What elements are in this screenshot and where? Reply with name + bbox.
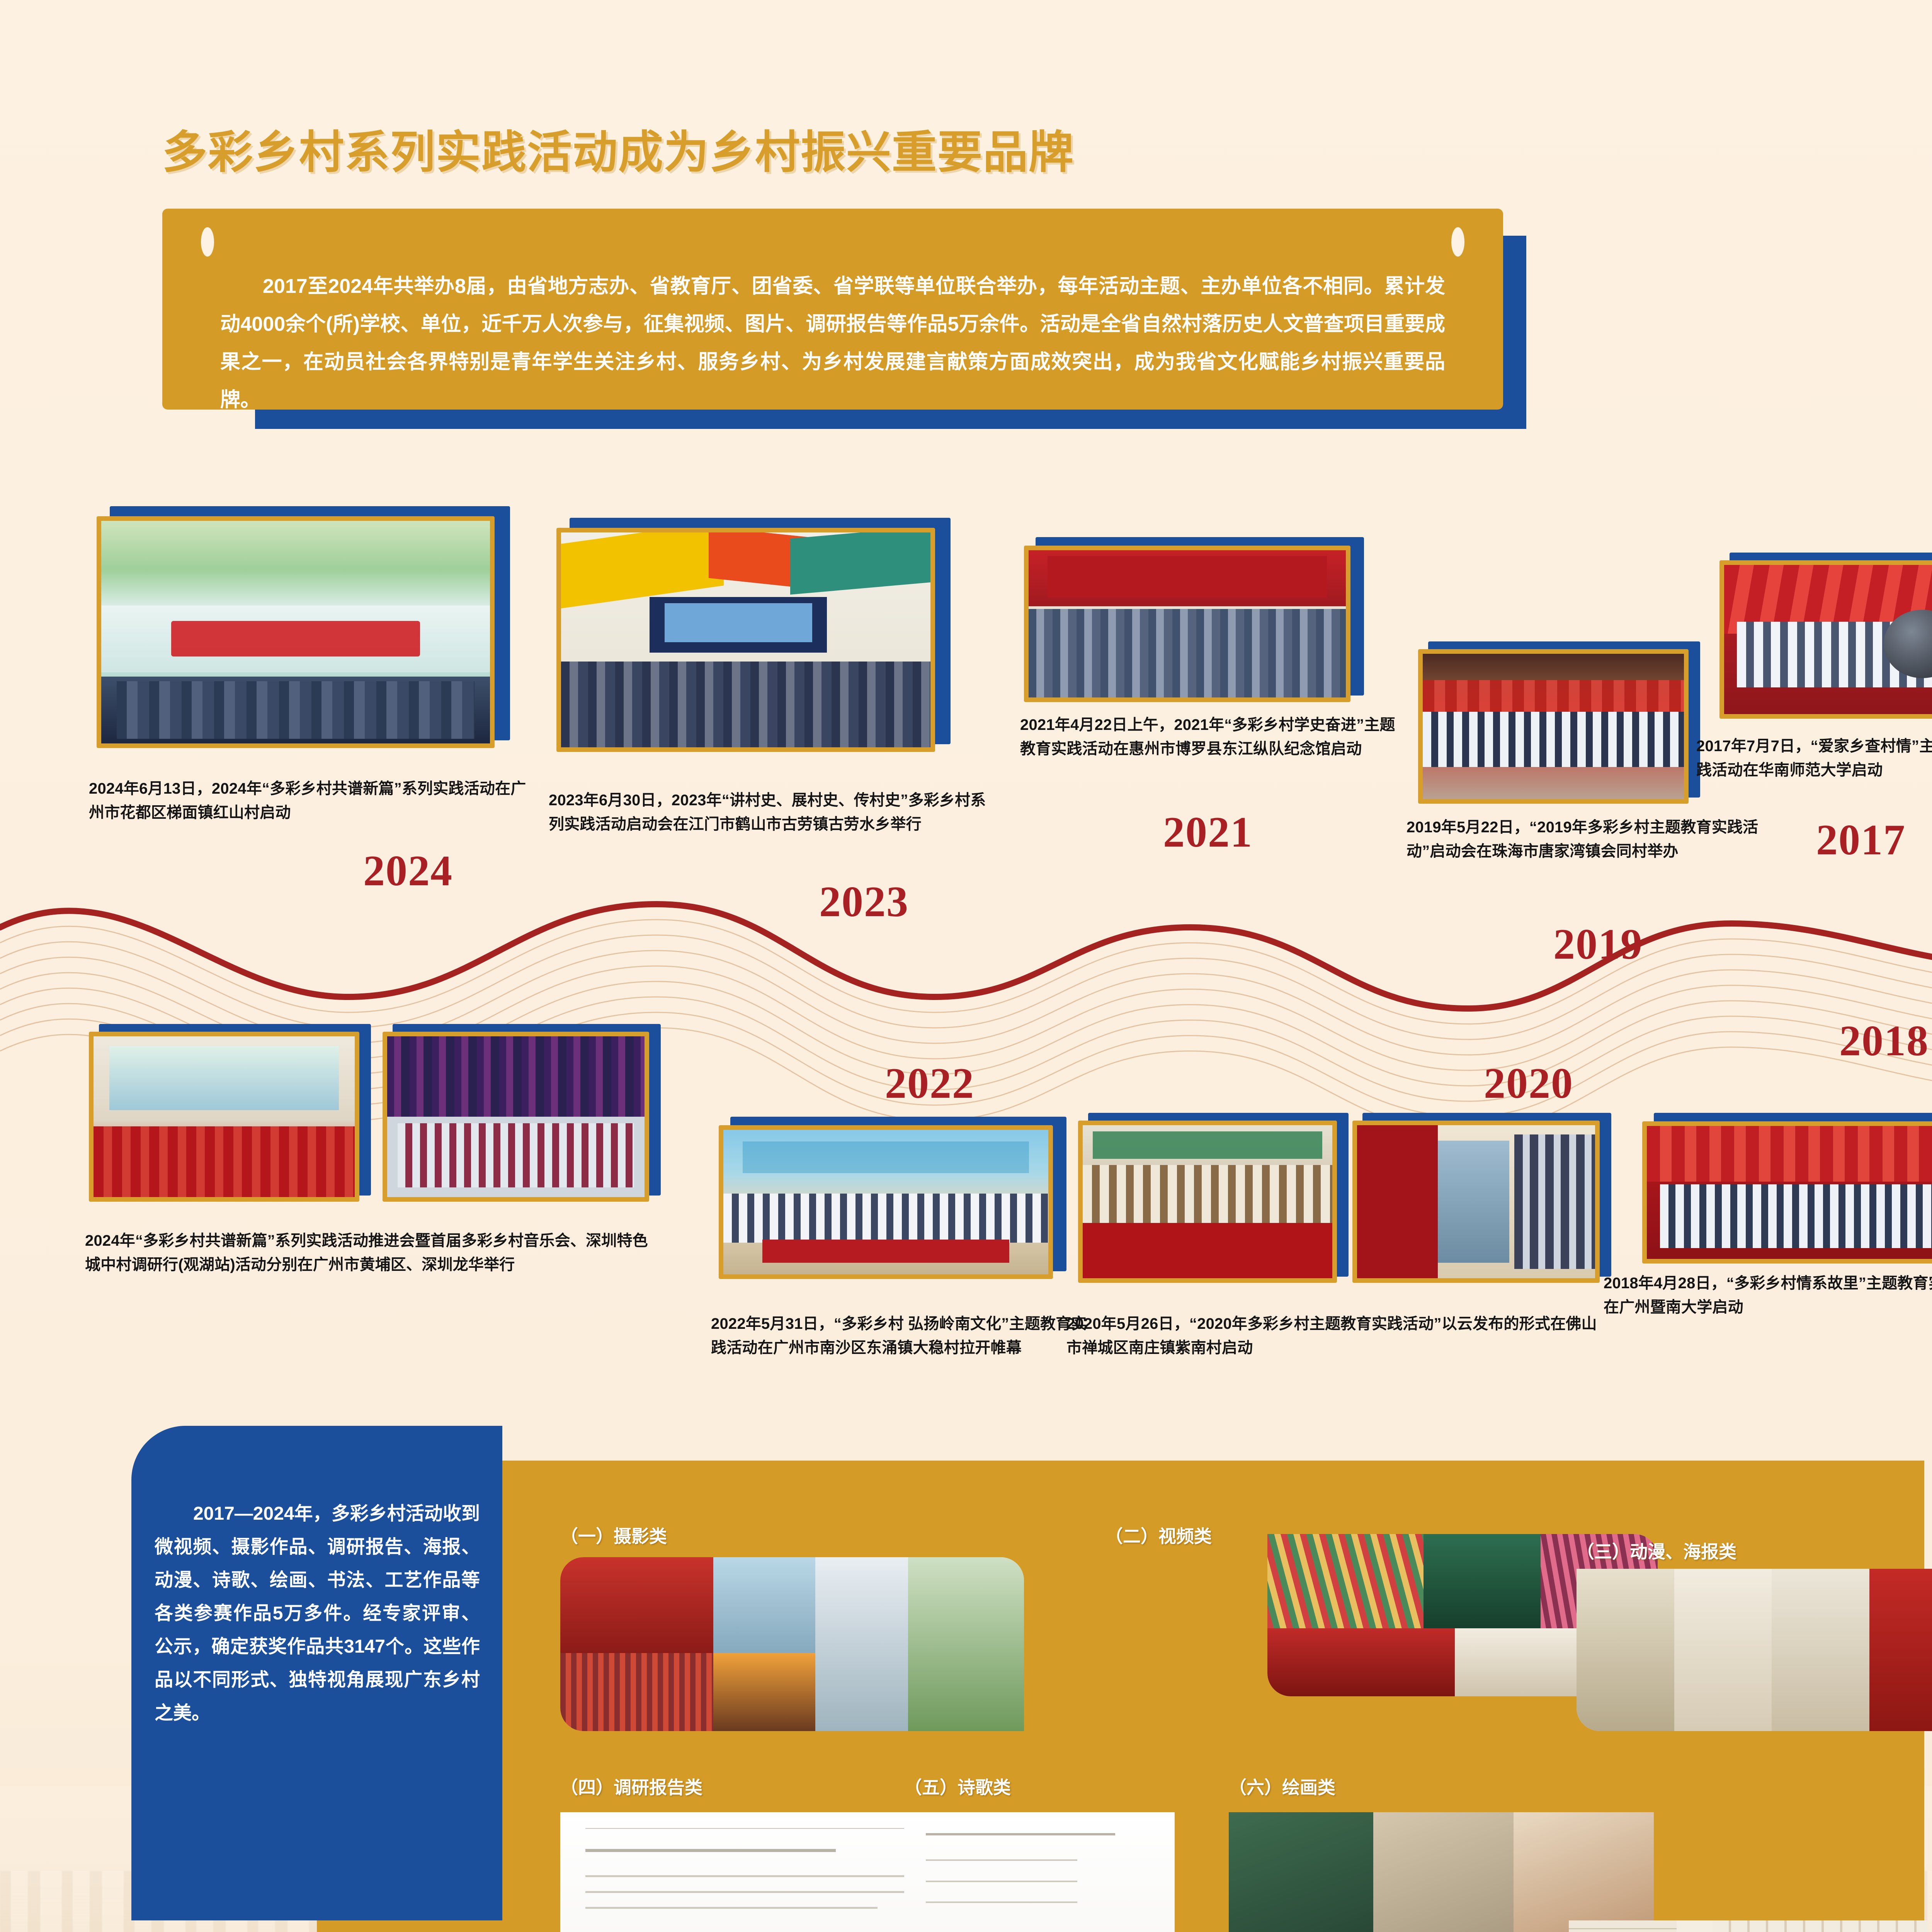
photo-2017-launch — [1719, 553, 1932, 723]
works-summary-text: 2017—2024年，多彩乡村活动收到微视频、摄影作品、调研报告、海报、动漫、诗… — [155, 1503, 480, 1723]
category-label-animation-poster: （三）动漫、海报类 — [1577, 1542, 1736, 1562]
intro-text: 2017至2024年共举办8届，由省地方志办、省教育厅、团省委、省学联等单位联合… — [220, 275, 1445, 411]
category-label-photography: （一）摄影类 — [560, 1526, 667, 1546]
year-label-2021: 2021 — [1163, 808, 1253, 856]
photo-2020-launch-b — [1352, 1113, 1611, 1287]
punch-hole-right-icon — [1451, 227, 1464, 257]
timeline-wave-decoration — [0, 901, 1932, 1128]
caption-2024-promo: 2024年“多彩乡村共谱新篇”系列实践活动推进会暨首届多彩乡村音乐会、深圳特色城… — [85, 1232, 648, 1273]
photo-2024-promo-b — [383, 1024, 661, 1206]
works-calligraphy-collage — [1569, 1920, 1928, 1932]
caption-2023-launch: 2023年6月30日，2023年“讲村史、展村史、传村史”多彩乡村系列实践活动启… — [549, 792, 986, 833]
works-animation-poster-collage — [1577, 1569, 1932, 1731]
works-video-collage — [1267, 1534, 1658, 1696]
category-label-research-report: （四）调研报告类 — [560, 1777, 702, 1798]
year-label-2024: 2024 — [363, 847, 453, 895]
photo-2019-launch — [1418, 641, 1700, 808]
year-label-2017: 2017 — [1816, 816, 1906, 864]
photo-2020-launch-a — [1078, 1113, 1349, 1287]
photo-2024-promo-a — [89, 1024, 371, 1206]
intro-panel: 2017至2024年共举办8届，由省地方志办、省教育厅、团省委、省学联等单位联合… — [162, 209, 1503, 411]
works-poetry-pages — [904, 1812, 1175, 1932]
photo-2022-launch — [719, 1117, 1066, 1283]
year-label-2023: 2023 — [819, 878, 909, 926]
works-painting-collage — [1229, 1812, 1654, 1932]
caption-2018-launch: 2018年4月28日，“多彩乡村情系故里”主题教育实践活动在广州暨南大学启动 — [1604, 1275, 1932, 1316]
caption-2021-launch: 2021年4月22日上午，2021年“多彩乡村学史奋进”主题教育实践活动在惠州市… — [1020, 716, 1395, 757]
year-label-2020: 2020 — [1484, 1060, 1573, 1107]
caption-2022-launch: 2022年5月31日，“多彩乡村 弘扬岭南文化”主题教育实践活动在广州市南沙区东… — [711, 1315, 1087, 1356]
category-label-poetry: （五）诗歌类 — [904, 1777, 1011, 1798]
year-label-2019: 2019 — [1553, 920, 1643, 968]
caption-2019-launch: 2019年5月22日，“2019年多彩乡村主题教育实践活动”启动会在珠海市唐家湾… — [1406, 819, 1759, 860]
photo-2024-launch — [97, 506, 510, 753]
photo-2018-launch — [1642, 1113, 1932, 1267]
punch-hole-left-icon — [201, 227, 214, 257]
works-summary-panel: 2017—2024年，多彩乡村活动收到微视频、摄影作品、调研报告、海报、动漫、诗… — [131, 1426, 502, 1920]
year-label-2018: 2018 — [1839, 1017, 1929, 1065]
caption-2024-launch: 2024年6月13日，2024年“多彩乡村共谱新篇”系列实践活动在广州市花都区梯… — [89, 780, 526, 821]
caption-2017-launch: 2017年7月7日，“爱家乡查村情”主题教育实践活动在华南师范大学启动 — [1696, 738, 1932, 779]
category-label-video: （二）视频类 — [1105, 1526, 1212, 1546]
category-label-painting: （六）绘画类 — [1229, 1777, 1335, 1798]
photo-2023-launch — [556, 518, 951, 757]
year-label-2022: 2022 — [885, 1060, 975, 1107]
photo-2021-launch — [1024, 537, 1364, 707]
page-title: 多彩乡村系列实践活动成为乡村振兴重要品牌 — [162, 126, 1074, 179]
works-photography-collage — [560, 1557, 1024, 1731]
caption-2020-launch: 2020年5月26日，“2020年多彩乡村主题教育实践活动”以云发布的形式在佛山… — [1066, 1315, 1597, 1356]
